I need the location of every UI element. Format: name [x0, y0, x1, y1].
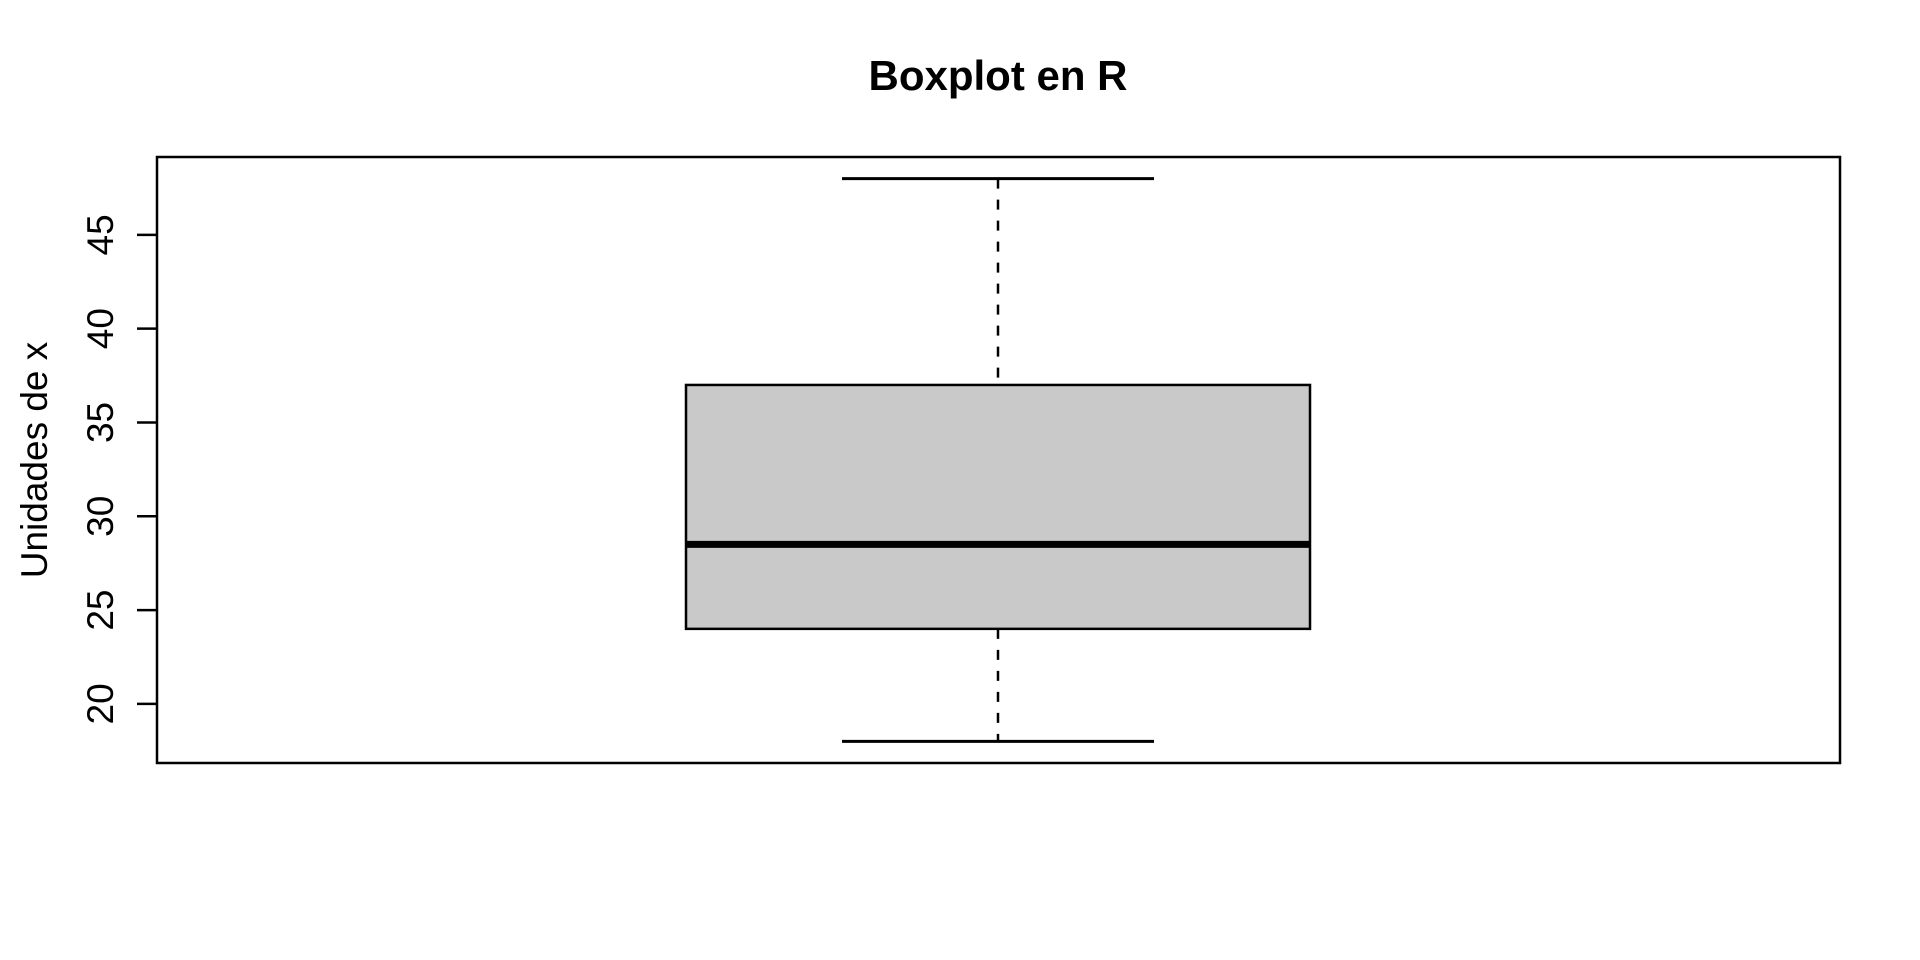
plot-frame — [155, 155, 1842, 765]
y-tick-label: 40 — [80, 308, 121, 349]
y-tick-label: 20 — [80, 683, 121, 724]
y-axis: 20 25 30 35 40 45 — [80, 214, 157, 724]
chart-title: Boxplot en R — [869, 52, 1128, 99]
y-tick-label: 45 — [80, 214, 121, 255]
iqr-box — [684, 383, 1312, 631]
y-tick-label: 25 — [80, 590, 121, 631]
box-and-whiskers — [684, 177, 1312, 743]
y-tick-label: 35 — [80, 402, 121, 443]
y-tick-label: 30 — [80, 496, 121, 537]
plot-frame-border — [155, 155, 1842, 765]
y-axis-label: Unidades de x — [14, 341, 55, 578]
